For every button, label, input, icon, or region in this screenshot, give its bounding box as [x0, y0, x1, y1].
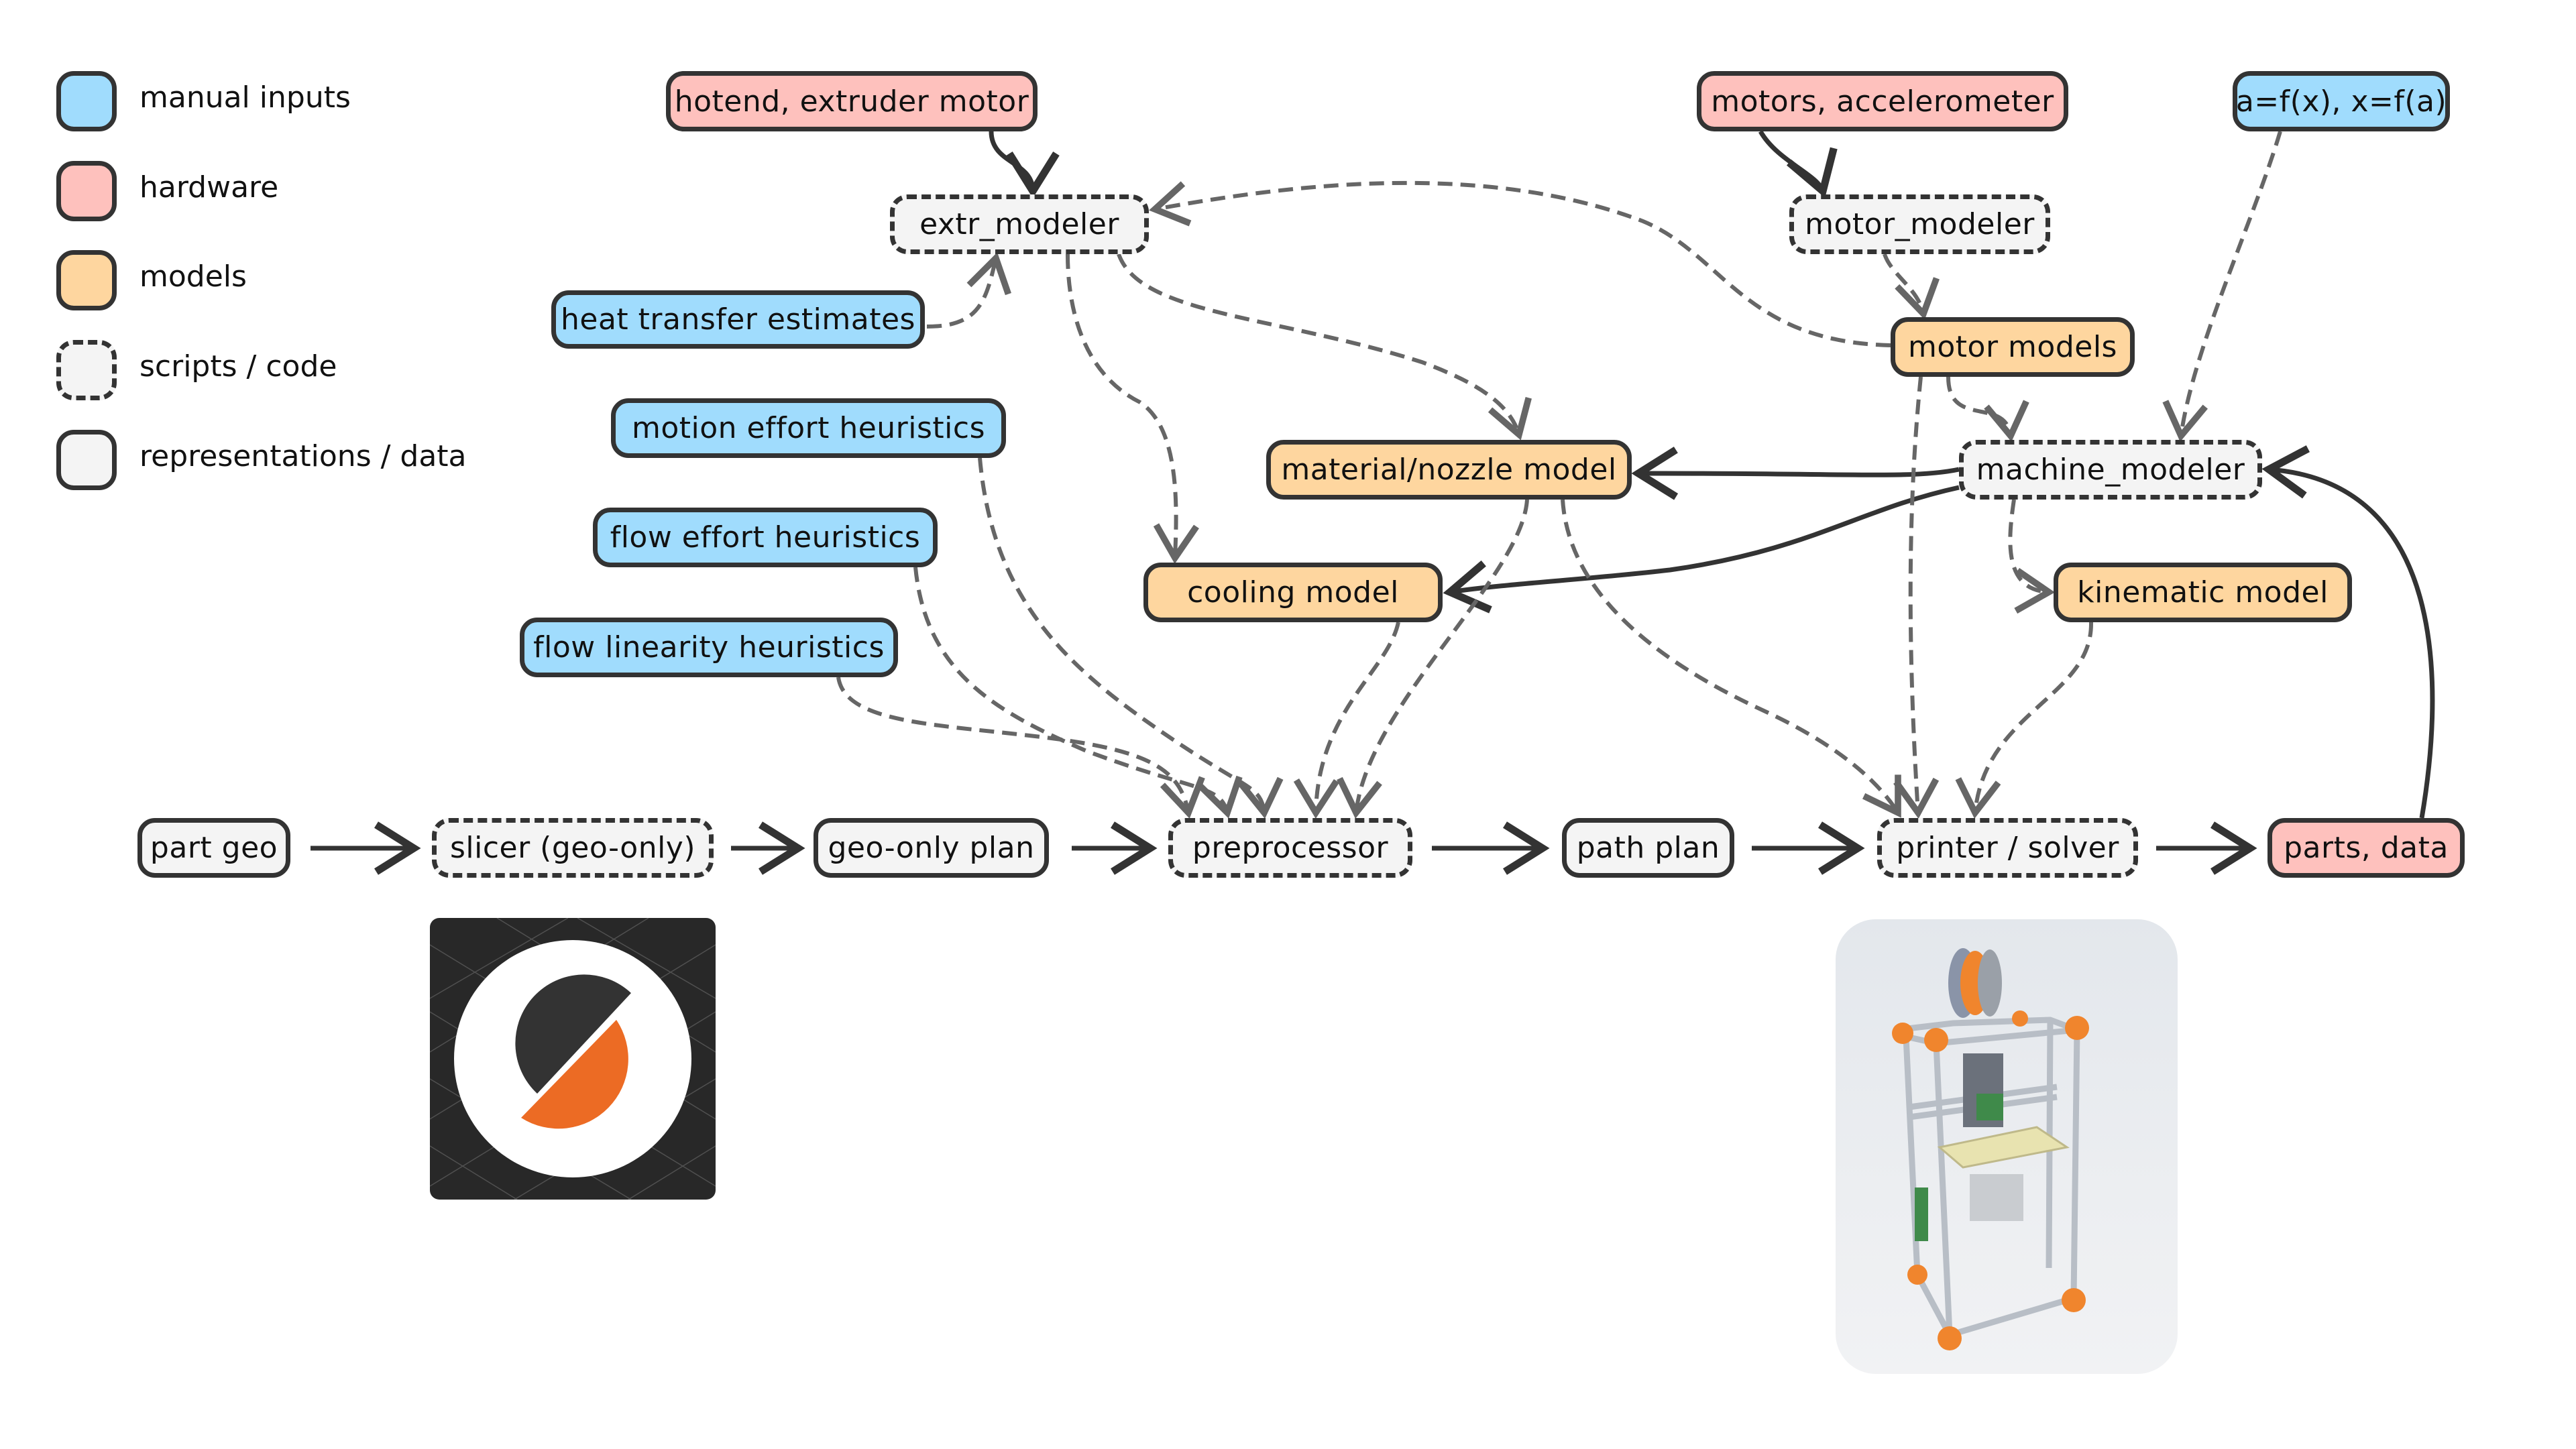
edge-extr-modeler-to-cooling-model: [1066, 253, 1199, 565]
edge-motor-models-to-printer-solver: [1893, 376, 1940, 819]
edge-flow-effort-to-preprocessor: [913, 567, 1243, 819]
edge-hotend-to-extr-modeler: [989, 131, 1060, 198]
node-machine-modeler[interactable]: machine_modeler: [1959, 440, 2262, 500]
edge-parts-data-to-machine-modeler: [2261, 445, 2435, 819]
edge-motor-models-to-extr-modeler: [1149, 180, 1891, 347]
edge-material-nozzle-to-printer-solver: [1561, 499, 1901, 818]
legend-swatch-data: [56, 430, 117, 490]
node-kinematic-model[interactable]: kinematic model: [2054, 563, 2352, 622]
node-printer-solver[interactable]: printer / solver: [1877, 818, 2138, 878]
3d-printer-photo: [1836, 919, 2178, 1374]
node-part-geo[interactable]: part geo: [137, 818, 290, 878]
legend-label-hardware: hardware: [139, 170, 279, 205]
node-motion-effort-heuristics[interactable]: motion effort heuristics: [611, 398, 1006, 458]
logo-dark-half: [515, 974, 631, 1094]
node-motors-accelerometer[interactable]: motors, accelerometer: [1697, 71, 2068, 131]
node-preprocessor[interactable]: preprocessor: [1168, 818, 1412, 878]
node-parts-data[interactable]: parts, data: [2267, 818, 2465, 878]
slicer-app-logo: [430, 918, 716, 1200]
node-slicer[interactable]: slicer (geo-only): [432, 818, 714, 878]
legend-swatch-hardware: [56, 161, 117, 221]
node-heat-transfer-estimates[interactable]: heat transfer estimates: [551, 290, 925, 349]
logo-orange-half: [521, 1020, 628, 1129]
legend-label-manual-inputs: manual inputs: [139, 80, 351, 115]
legend-swatch-manual-inputs: [56, 71, 117, 131]
printer-illustration: [1892, 948, 2089, 1350]
node-flow-linearity-heuristics[interactable]: flow linearity heuristics: [520, 618, 898, 677]
legend-label-scripts: scripts / code: [139, 349, 337, 384]
logo-ring: [454, 940, 691, 1177]
slicer-logo-graphic: [430, 918, 716, 1200]
node-material-nozzle-model[interactable]: material/nozzle model: [1266, 440, 1632, 500]
edge-kinematic-model-to-printer-solver: [1955, 622, 2094, 819]
edge-flow-linearity-to-preprocessor: [836, 677, 1205, 819]
edge-motors-accel-to-motor-modeler: [1758, 130, 1838, 198]
node-geo-only-plan[interactable]: geo-only plan: [814, 818, 1049, 878]
edge-machine-modeler-to-cooling-model: [1443, 485, 1960, 614]
node-flow-effort-heuristics[interactable]: flow effort heuristics: [593, 508, 938, 567]
legend-swatch-scripts: [56, 340, 117, 400]
node-motor-models[interactable]: motor models: [1891, 317, 2135, 377]
legend-label-data: representations / data: [139, 439, 467, 473]
edge-heat-transfer-to-extr-modeler: [926, 252, 1011, 329]
node-motor-modeler[interactable]: motor_modeler: [1789, 194, 2050, 254]
node-hotend-extruder-motor[interactable]: hotend, extruder motor: [666, 71, 1038, 131]
edge-machine-modeler-to-kinematic-model: [2008, 499, 2056, 614]
edge-motor-models-to-machine-modeler: [1946, 376, 2029, 442]
edge-material-nozzle-to-preprocessor: [1337, 499, 1529, 819]
edge-motor-modeler-to-motor-models: [1883, 253, 1940, 320]
legend-label-models: models: [139, 259, 247, 294]
legend-swatch-models: [56, 250, 117, 310]
node-extr-modeler[interactable]: extr_modeler: [890, 194, 1149, 254]
node-path-plan[interactable]: path plan: [1562, 818, 1734, 878]
edge-machine-modeler-to-material-nozzle: [1631, 447, 1960, 500]
node-a-f-x[interactable]: a=f(x), x=f(a): [2233, 71, 2450, 131]
edge-cooling-model-to-preprocessor: [1293, 622, 1400, 819]
edge-afx-to-machine-modeler: [2162, 131, 2282, 442]
edge-motion-effort-to-preprocessor: [978, 457, 1284, 819]
node-cooling-model[interactable]: cooling model: [1143, 563, 1443, 622]
edge-extr-modeler-to-material-nozzle: [1117, 253, 1532, 441]
